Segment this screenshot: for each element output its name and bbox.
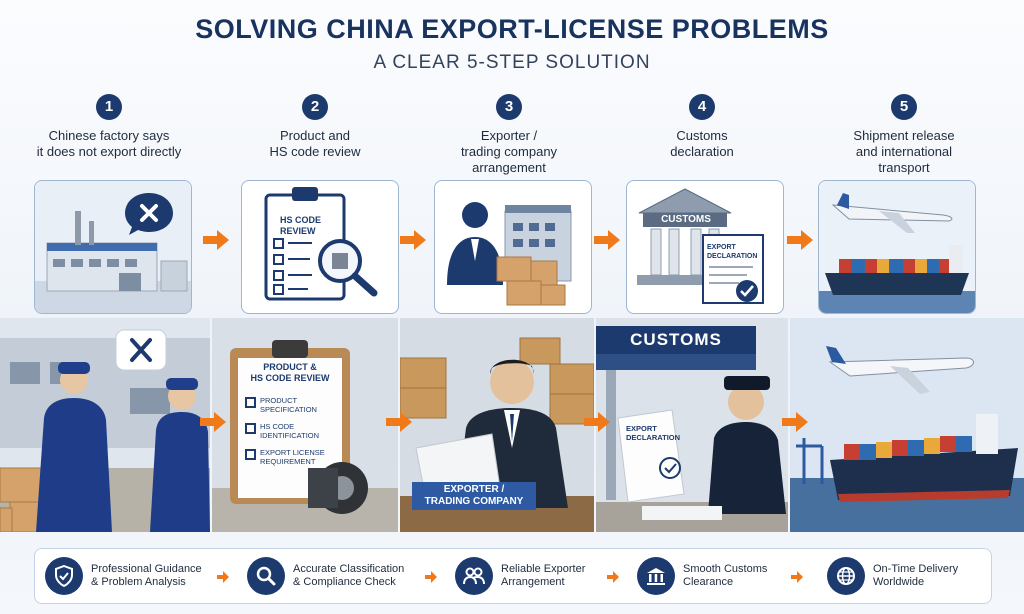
clipboard-illustration <box>264 187 378 301</box>
export-declaration-label: EXPORT DECLARATION <box>707 244 758 260</box>
arrow-right-icon <box>584 412 610 432</box>
factory-card <box>34 180 192 314</box>
arrow-right-icon <box>594 230 620 250</box>
arrow-right-icon <box>607 571 619 583</box>
features-bar: Professional Guidance & Problem Analysis… <box>34 548 992 604</box>
arrow-right-icon <box>217 571 229 583</box>
step-number: 1 <box>96 94 122 120</box>
feature-delivery: On-Time Delivery Worldwide <box>827 557 958 595</box>
customs-card: CUSTOMS EXPORT DECLARATION <box>626 180 784 314</box>
customs-sign: CUSTOMS <box>630 330 722 349</box>
feature-label: On-Time Delivery Worldwide <box>873 563 959 588</box>
arrow-right-icon <box>200 412 226 432</box>
feature-guidance: Professional Guidance & Problem Analysis <box>45 557 202 595</box>
exporter-card <box>434 180 592 314</box>
arrow-right-icon <box>386 412 412 432</box>
hs-code-card: HS CODE REVIEW <box>241 180 399 314</box>
step-1: 1 Chinese factory says it does not expor… <box>24 94 194 160</box>
shipping-photo <box>790 318 1024 532</box>
hs-code-review-label: HS CODE REVIEW <box>280 215 322 236</box>
factory-workers-photo <box>0 318 210 532</box>
magnifier-icon <box>247 557 285 595</box>
globe-icon <box>827 557 865 595</box>
feature-label: Smooth Customs Clearance <box>683 563 768 588</box>
step-label: Chinese factory says it does not export … <box>36 128 182 159</box>
step-5: 5 Shipment release and international tra… <box>819 94 989 176</box>
step-number: 3 <box>496 94 522 120</box>
exporter-illustration <box>447 202 572 306</box>
x-speech-bubble-icon <box>125 193 173 235</box>
exporter-sign: EXPORTER / TRADING COMPANY <box>424 484 524 507</box>
step-4: 4 Customs declaration <box>617 94 787 160</box>
clipboard-item: HS CODE IDENTIFICATION <box>260 422 320 440</box>
step-label: Exporter / trading company arrangement <box>460 128 558 175</box>
feature-label: Accurate Classification & Compliance Che… <box>293 563 405 588</box>
step-label: Product and HS code review <box>269 128 361 159</box>
step-number: 4 <box>689 94 715 120</box>
customs-illustration <box>637 188 764 304</box>
step-number: 5 <box>891 94 917 120</box>
page-title: SOLVING CHINA EXPORT-LICENSE PROBLEMS <box>195 14 829 44</box>
step-label: Customs declaration <box>670 128 734 159</box>
airplane-icon <box>831 193 953 233</box>
hs-code-review-photo: PRODUCT & HS CODE REVIEW PRODUCT SPECIFI… <box>212 318 398 532</box>
people-icon <box>455 557 493 595</box>
page-subtitle: A CLEAR 5-STEP SOLUTION <box>373 52 651 73</box>
feature-label: Reliable Exporter Arrangement <box>501 563 586 588</box>
customs-label: CUSTOMS <box>661 214 711 225</box>
feature-classification: Accurate Classification & Compliance Che… <box>247 557 404 595</box>
export-declaration-paper: EXPORT DECLARATION <box>626 424 681 442</box>
step-number: 2 <box>302 94 328 120</box>
step-label: Shipment release and international trans… <box>853 128 955 175</box>
clipboard-item: EXPORT LICENSE REQUIREMENT <box>260 448 325 466</box>
arrow-right-icon <box>425 571 437 583</box>
arrow-right-icon <box>787 230 813 250</box>
arrow-right-icon <box>791 571 803 583</box>
step-2: 2 Product and HS code review <box>230 94 400 160</box>
clipboard-title: PRODUCT & HS CODE REVIEW <box>250 362 330 383</box>
customs-officer-photo: CUSTOMS EXPORT DECLARATION <box>596 318 788 532</box>
clipboard-item: PRODUCT SPECIFICATION <box>260 396 317 414</box>
arrow-right-icon <box>782 412 808 432</box>
cargo-ship-icon <box>825 245 969 295</box>
arrow-right-icon <box>203 230 229 250</box>
shield-check-icon <box>45 557 83 595</box>
shipment-illustration <box>819 181 975 313</box>
arrow-right-icon <box>400 230 426 250</box>
feature-label: Professional Guidance & Problem Analysis <box>91 563 202 588</box>
feature-exporter: Reliable Exporter Arrangement <box>455 557 585 595</box>
exporter-photo: EXPORTER / TRADING COMPANY <box>400 318 594 532</box>
bank-icon <box>637 557 675 595</box>
feature-customs: Smooth Customs Clearance <box>637 557 767 595</box>
step-3: 3 Exporter / trading company arrangement <box>424 94 594 176</box>
shipment-card <box>818 180 976 314</box>
